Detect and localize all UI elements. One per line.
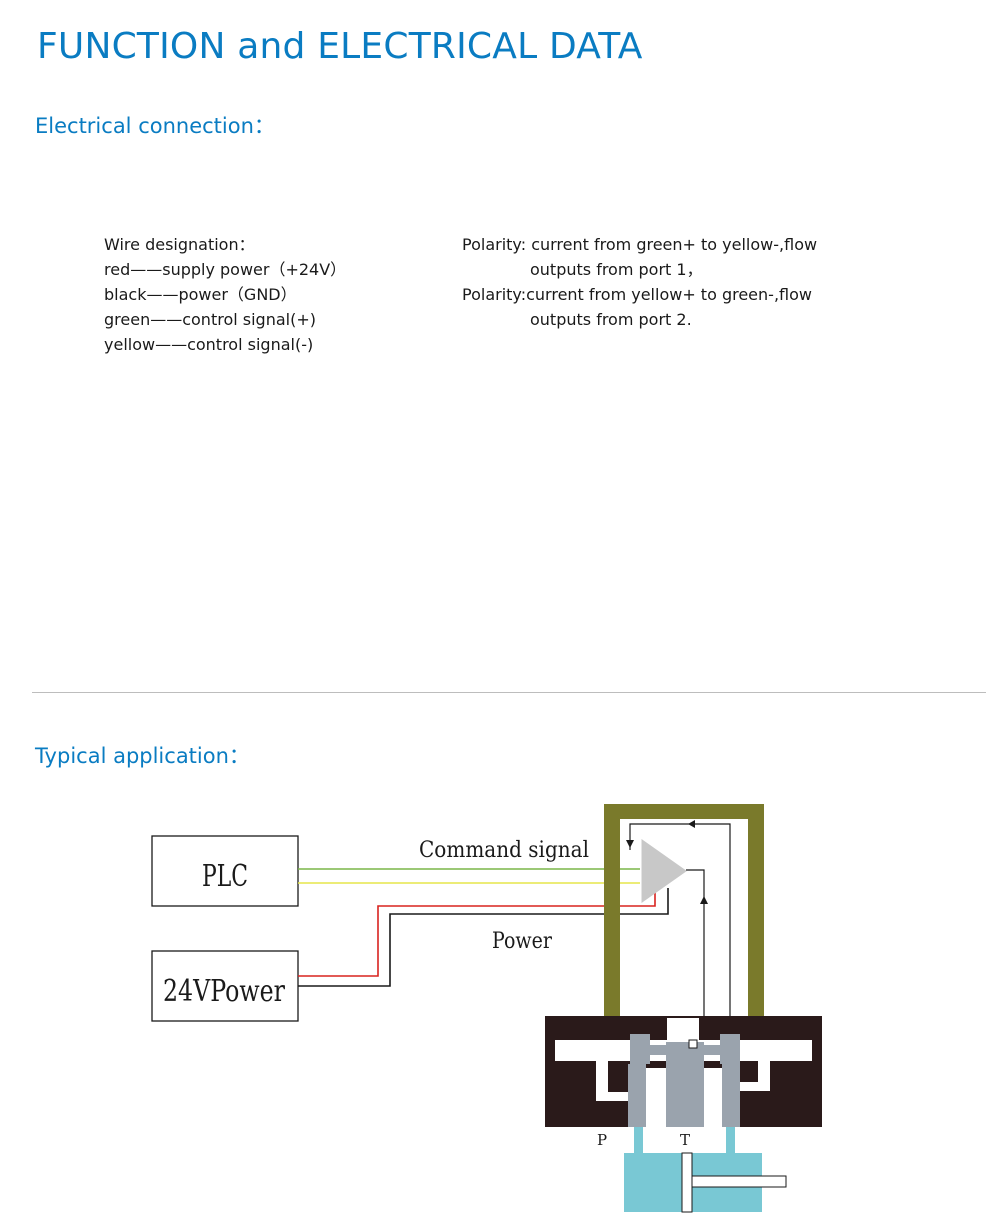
feedback-pin [688, 1039, 698, 1049]
plc-label: PLC [202, 859, 248, 894]
wire-designation-list: Wire designation： red——supply power（+24V… [104, 232, 346, 357]
black-gnd-wire [298, 888, 669, 987]
wire-yellow: yellow——control signal(-) [104, 335, 314, 354]
polarity-2-line-a: Polarity:current from yellow+ to green-,… [462, 285, 812, 304]
typical-application-heading: Typical application： [35, 744, 250, 768]
port-p-passage [628, 1064, 646, 1127]
valve-channel [722, 1082, 770, 1091]
port-t-passage [722, 1064, 740, 1127]
spool-land [630, 1034, 650, 1064]
spool-land [720, 1034, 740, 1064]
valve-channel [596, 1061, 608, 1101]
valve-channel [596, 1092, 646, 1101]
power-supply-box [151, 950, 299, 1022]
polarity-2-line-b: outputs from port 2. [530, 310, 692, 329]
wire-red: red——supply power（+24V） [104, 260, 347, 279]
command-signal-label: Command signal [419, 838, 589, 863]
red-power-wire [298, 888, 656, 977]
power-wire-label: Power [492, 929, 552, 954]
cylinder-piston [681, 1152, 693, 1213]
hydraulic-line-a [634, 1127, 643, 1153]
amplifier-icon [641, 839, 687, 903]
polarity-notes: Polarity: current from green+ to yellow-… [462, 232, 817, 332]
wire-green: green——control signal(+) [104, 310, 316, 329]
port-p-label: P [597, 1131, 607, 1149]
feedback-line [629, 823, 731, 1016]
hydraulic-line-b [726, 1127, 735, 1153]
page-title: FUNCTION and ELECTRICAL DATA [37, 26, 643, 67]
arrow-icon [626, 840, 634, 848]
power-supply-label: 24VPower [163, 974, 286, 1009]
wire-designation-label: Wire designation： [104, 235, 255, 254]
electrical-connection-heading: Electrical connection： [35, 114, 275, 138]
polarity-1-line-a: Polarity: current from green+ to yellow-… [462, 235, 818, 254]
polarity-1-line-b: outputs from port 1， [530, 260, 703, 279]
wire-black: black——power（GND） [104, 285, 297, 304]
cylinder-rod [691, 1175, 787, 1188]
port-t-label: T [680, 1131, 690, 1149]
section-divider [32, 692, 986, 693]
arrow-icon [700, 896, 708, 904]
typical-application-diagram: PLC 24VPower Command signal Power P T [151, 804, 822, 1213]
amplifier-output-line [686, 869, 705, 1016]
spool-center [666, 1042, 704, 1127]
amplifier-frame [604, 804, 764, 1016]
arrow-icon [688, 820, 695, 828]
valve-top-port [667, 1018, 699, 1040]
plc-box [151, 835, 299, 907]
